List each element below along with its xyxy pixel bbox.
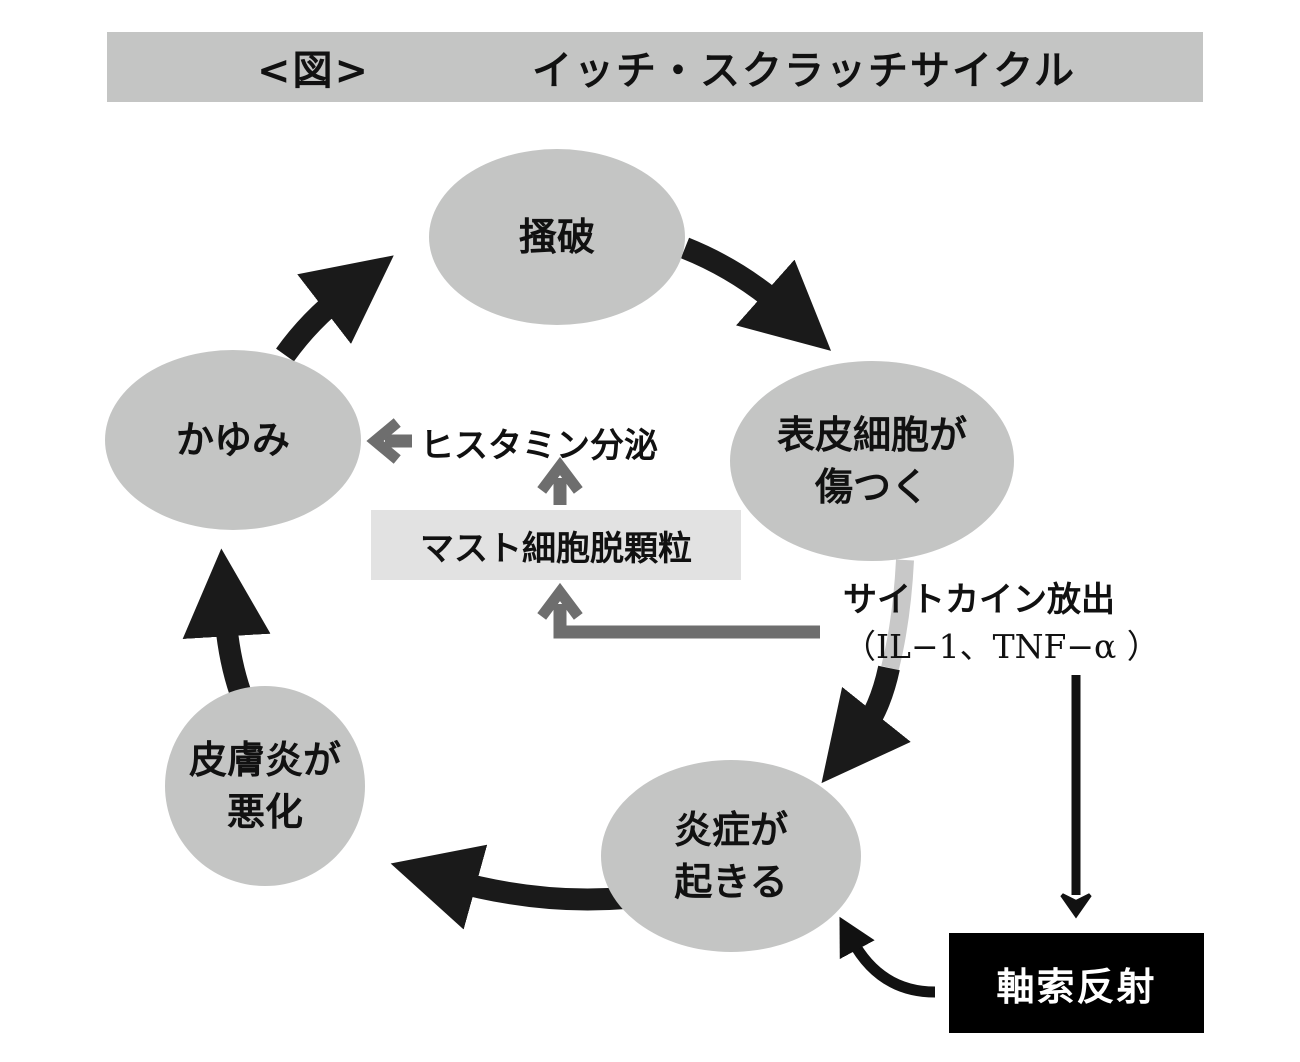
histamine-label: ヒスタミン分泌 bbox=[420, 426, 658, 466]
arrow-epidermis-to-inflammation bbox=[821, 665, 911, 784]
cytokine-label: サイトカイン放出 bbox=[843, 580, 1115, 620]
node-itch-label: かゆみ bbox=[176, 414, 290, 466]
mast-cell-box: マスト細胞脱顆粒 bbox=[371, 510, 741, 580]
epidermis-line1: 表皮細胞が bbox=[776, 413, 968, 457]
arrow-mast-to-histamine-head bbox=[537, 456, 583, 494]
title-bar: <図> イッチ・スクラッチサイクル bbox=[107, 32, 1203, 102]
node-itch bbox=[105, 350, 361, 530]
node-scratch-label: 搔破 bbox=[519, 211, 595, 263]
axon-reflex-box: 軸索反射 bbox=[949, 933, 1204, 1033]
cytokine-stem bbox=[881, 559, 914, 671]
dermatitis-line2: 悪化 bbox=[226, 790, 304, 834]
diagram-title: イッチ・スクラッチサイクル bbox=[532, 48, 1076, 94]
node-epidermis-label: 表皮細胞が 傷つく bbox=[777, 409, 967, 513]
cytokine-detail: （IL−1、TNF−α ） bbox=[843, 627, 1160, 666]
arrow-histamine-to-itch-head bbox=[366, 418, 401, 464]
arrow-cytokine-to-mast bbox=[553, 604, 820, 639]
arrow-cytokine-to-axon-head bbox=[1060, 893, 1092, 919]
arrow-itch-to-scratch bbox=[276, 255, 394, 362]
node-dermatitis-label: 皮膚炎が 悪化 bbox=[189, 734, 341, 838]
scratch-text: 搔破 bbox=[518, 215, 596, 259]
inflammation-line1: 炎症が bbox=[673, 808, 789, 852]
figure-prefix: <図> bbox=[257, 48, 371, 94]
arrow-dermatitis-to-itch bbox=[182, 548, 271, 704]
node-dermatitis bbox=[165, 686, 365, 886]
node-scratch bbox=[429, 149, 685, 325]
itch-text: かゆみ bbox=[175, 418, 291, 462]
dermatitis-line1: 皮膚炎が bbox=[188, 738, 342, 782]
axon-reflex-label: 軸索反射 bbox=[996, 964, 1157, 1009]
arrow-cytokine-to-mast-head bbox=[537, 582, 583, 620]
node-inflammation-label: 炎症が 起きる bbox=[674, 804, 788, 908]
inflammation-line2: 起きる bbox=[674, 860, 788, 904]
node-inflammation bbox=[601, 760, 861, 952]
arrow-scratch-to-epidermis bbox=[680, 237, 832, 351]
arrow-inflammation-to-dermatitis bbox=[390, 844, 626, 930]
node-epidermis bbox=[730, 361, 1014, 561]
arrow-axon-to-inflammation bbox=[839, 916, 936, 998]
mast-cell-label: マスト細胞脱顆粒 bbox=[420, 528, 692, 569]
epidermis-line2: 傷つく bbox=[814, 465, 930, 509]
